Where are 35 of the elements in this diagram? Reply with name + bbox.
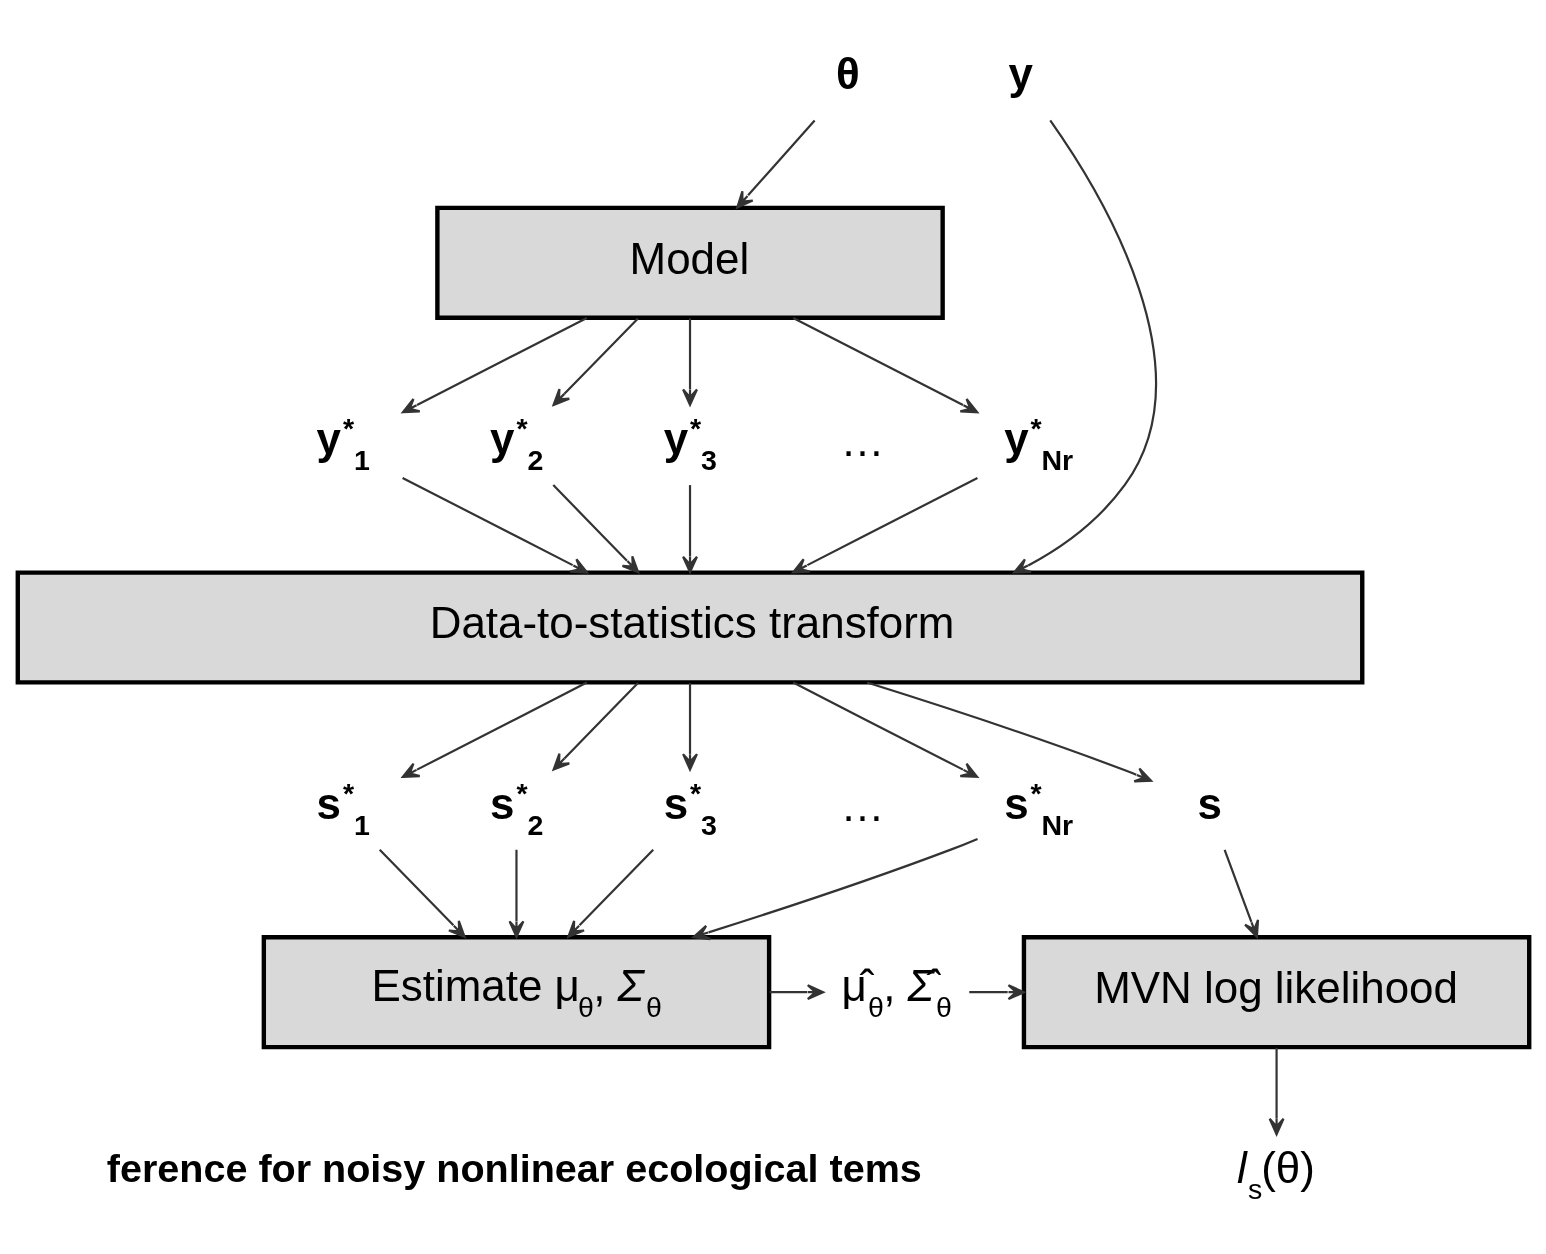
node-text: s [1196, 778, 1222, 828]
arrow [1268, 1047, 1285, 1135]
arrow [681, 484, 698, 573]
arrow [401, 476, 588, 574]
arrow [792, 316, 978, 413]
arrow [507, 849, 524, 938]
arrow [552, 681, 639, 771]
arrow [866, 681, 1152, 782]
arrow [552, 483, 639, 573]
arrow [401, 681, 587, 778]
node-text: … [840, 415, 884, 465]
arrow [681, 682, 698, 771]
arrow [681, 317, 698, 406]
arrow [691, 837, 978, 940]
arrow [769, 983, 824, 1000]
arrow [566, 848, 654, 938]
node-text: … [840, 780, 884, 830]
arrow [791, 476, 978, 574]
arrow [1223, 848, 1259, 938]
arrow [1012, 119, 1157, 574]
label: ference for noisy nonlinear ecological tems [106, 1145, 922, 1190]
node-box: MVN log likelihood [1021, 934, 1531, 1049]
arrow [378, 848, 466, 938]
arrow [735, 119, 815, 208]
arrow [401, 316, 587, 413]
node-text: θ [835, 48, 860, 98]
arrow [552, 317, 639, 406]
node-box: Estimate μ$_{θ}$, Σ$_{θ}$ [261, 934, 771, 1049]
node-box: Model [434, 205, 945, 320]
node-text: y [1008, 48, 1033, 98]
arrow [968, 983, 1025, 1000]
node-text: l$_{s}$(θ) [1236, 1142, 1315, 1205]
arrow [792, 681, 978, 778]
node-box: Data-to-statistics transform [15, 569, 1364, 685]
node-text: μ̂$_{θ}$, Σ̂$_{θ}$ [841, 960, 952, 1023]
